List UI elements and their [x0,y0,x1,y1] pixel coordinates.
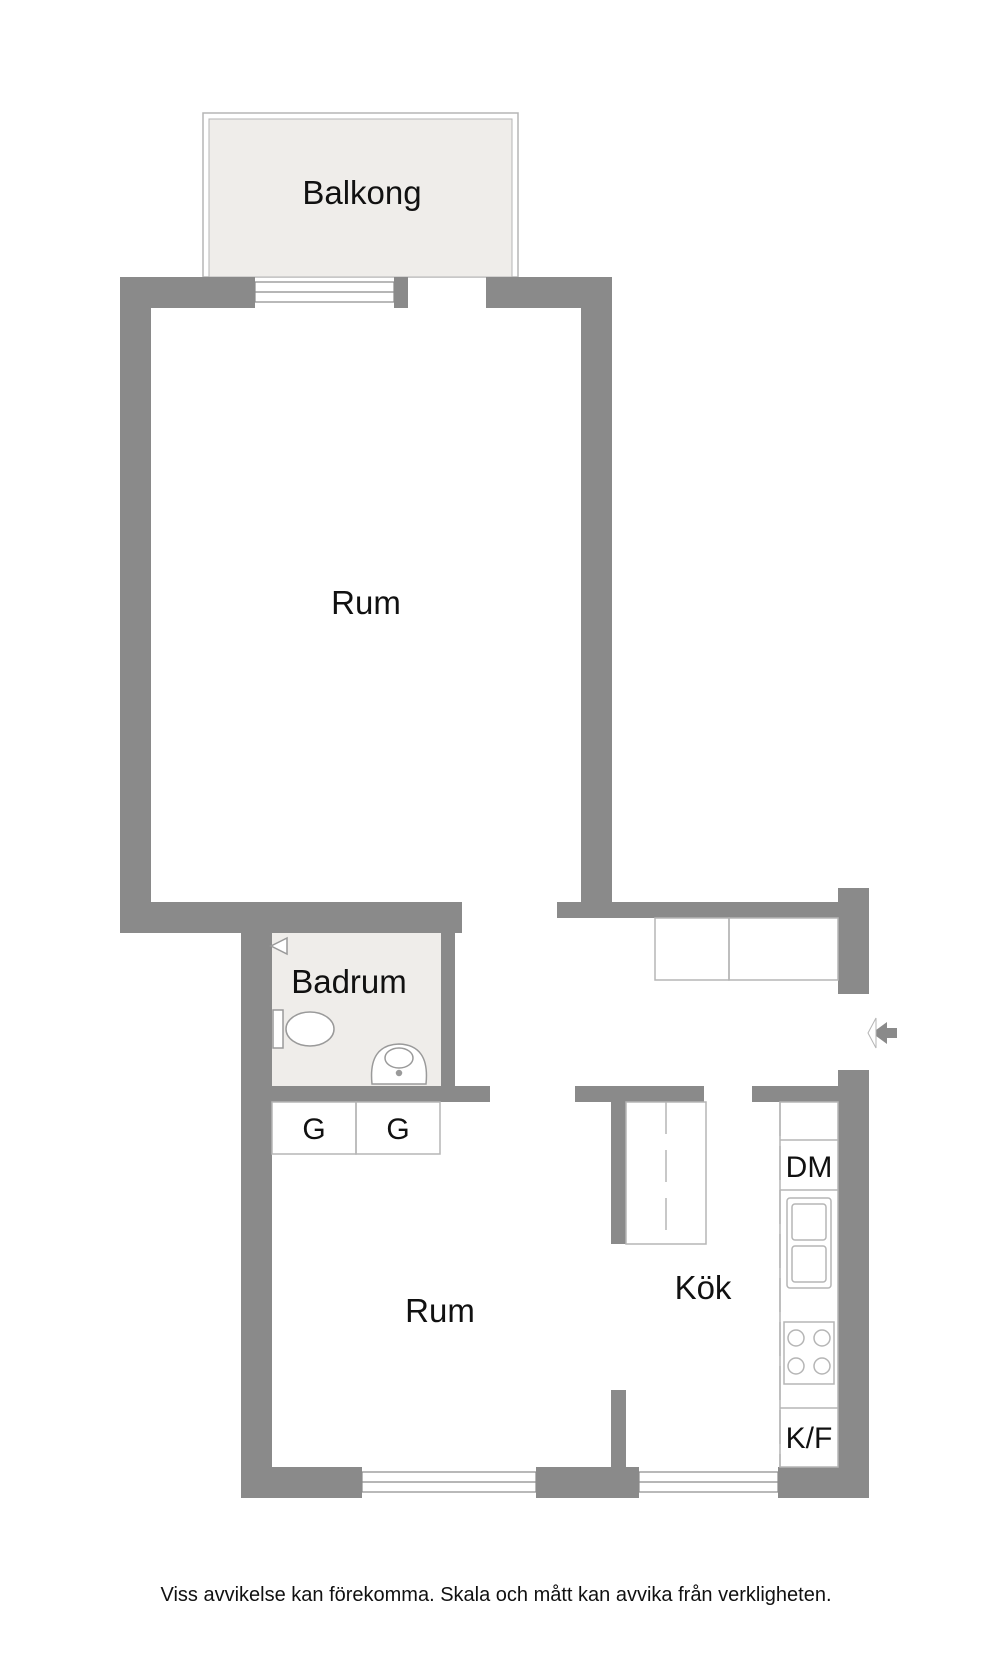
stove-icon [783,1321,835,1385]
room-label-living-room: Rum [331,584,401,621]
room-label-bathroom: Badrum [291,963,407,1000]
wall [581,277,612,917]
sink-basin [384,1047,414,1069]
wall [241,902,272,1498]
balcony [202,112,519,278]
wardrobe-label-1: G [302,1113,325,1146]
room-label-kitchen: Kök [675,1269,732,1306]
wardrobe-box [355,1101,441,1155]
wall [394,277,408,308]
toilet-icon [285,1011,335,1047]
wardrobes [271,1101,441,1155]
wall [838,1070,869,1498]
entrance-arrow [872,1022,897,1044]
cabinet [728,917,839,981]
sink-bowl [791,1245,827,1283]
entrance-arrow-icon [867,1017,897,1049]
wall [611,1102,626,1244]
bathroom-fixtures [269,936,428,1085]
wall [120,902,462,933]
wall [536,1467,639,1498]
walls [120,277,869,1498]
burner [787,1329,805,1347]
fridge-freezer-label: K/F [786,1422,833,1455]
wall [575,1086,704,1102]
wall [441,915,455,1086]
wall [241,1467,362,1498]
sink-double-icon [786,1197,832,1289]
drain-icon [395,1069,403,1077]
disclaimer-text: Viss avvikelse kan förekomma. Skala och … [160,1584,832,1606]
wall [778,1467,869,1498]
wall [838,888,869,994]
kitchen-counter [779,1101,839,1468]
sink-bowl [791,1203,827,1241]
wall [557,902,869,918]
room-label-balcony: Balkong [302,174,421,211]
balcony-floor [208,118,513,278]
wardrobe-label-2: G [386,1113,409,1146]
wall [272,1086,490,1102]
room-label-bedroom: Rum [405,1292,475,1329]
windows [254,281,779,1493]
burner [787,1357,805,1375]
wall [611,1390,626,1475]
upper-cabinets [654,917,839,981]
entrance-marker [867,1017,877,1049]
burner [813,1357,831,1375]
triangle-icon [269,936,288,956]
cabinet [654,917,730,981]
kitchen-island [625,1101,707,1245]
wall [752,1086,838,1102]
dishwasher-label: DM [786,1151,833,1184]
toilet-tank [272,1009,284,1049]
wall [120,277,151,933]
burner [813,1329,831,1347]
